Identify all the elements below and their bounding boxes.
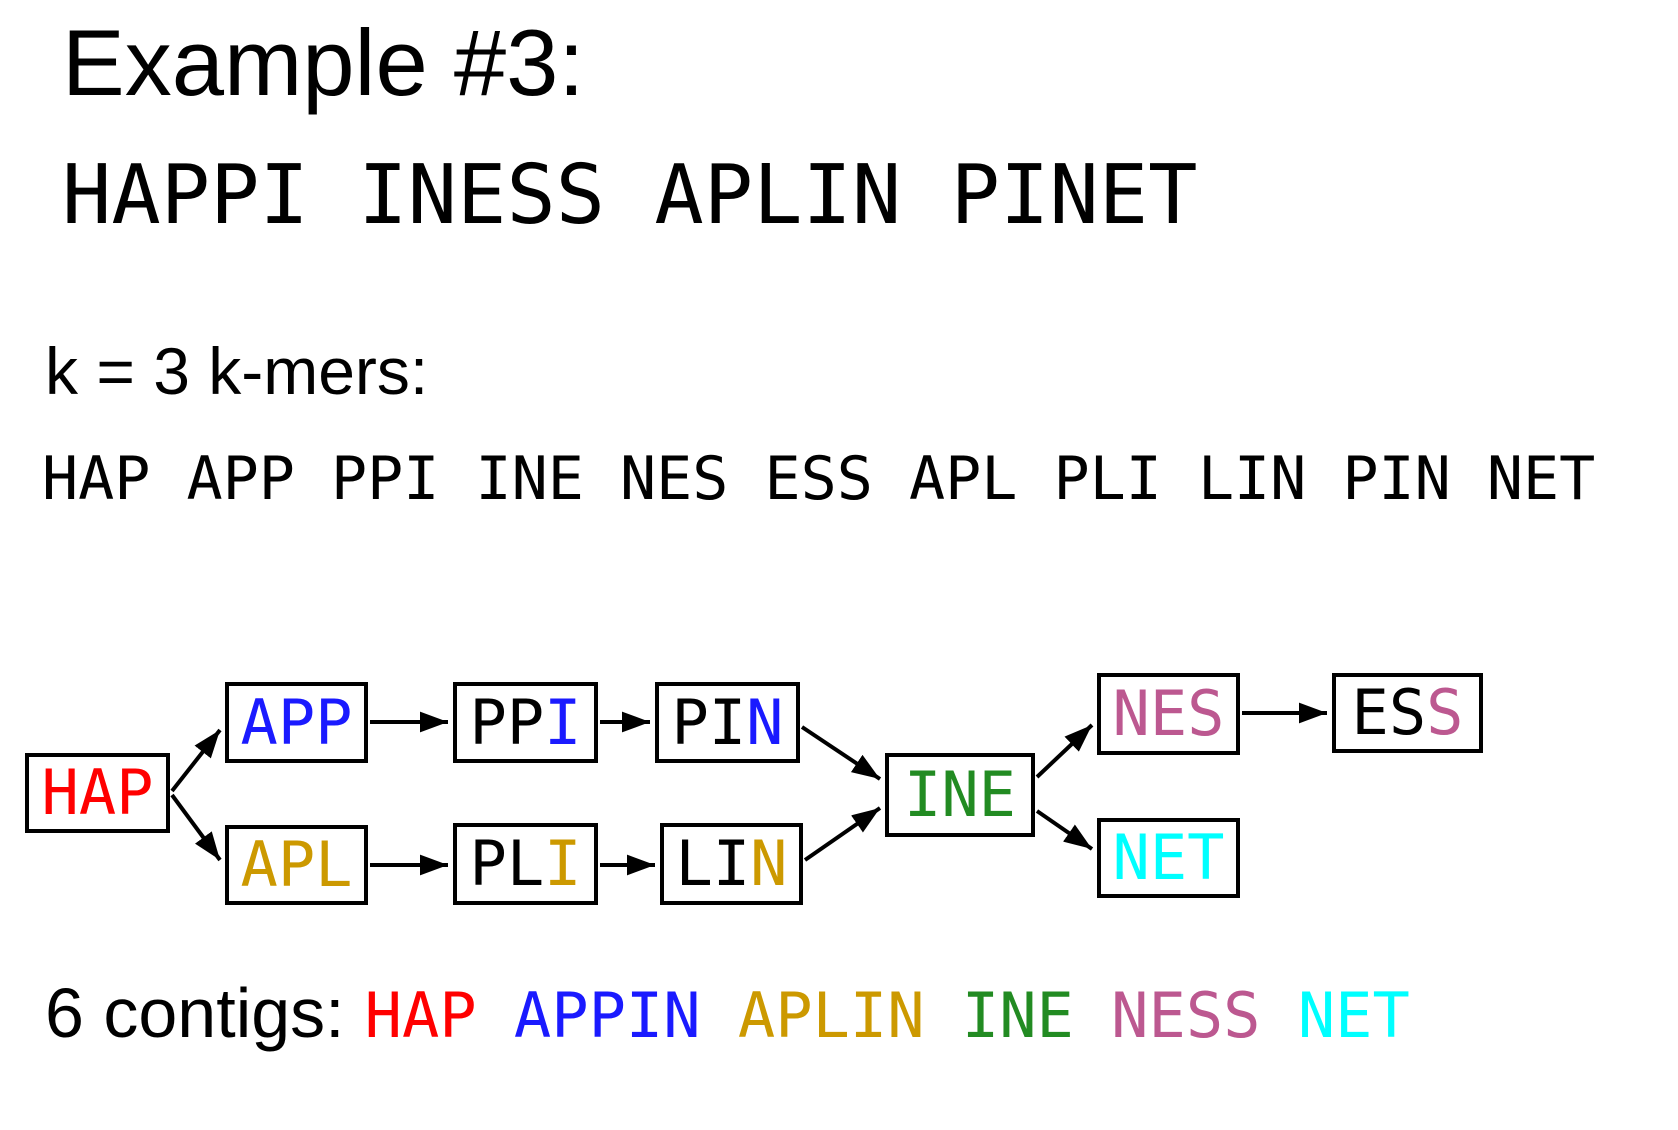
graph-edge-ine-net bbox=[1035, 809, 1094, 851]
graph-node-lin: LIN bbox=[660, 823, 803, 905]
graph-edge-pin-ine bbox=[800, 725, 882, 781]
graph-edge-hap-apl bbox=[170, 793, 222, 862]
graph-node-app: APP bbox=[225, 682, 368, 763]
graph-edge-ine-nes bbox=[1035, 723, 1094, 779]
sequence-reads-text: HAPPI INESS APLIN PINET bbox=[62, 148, 1198, 243]
node-letter-segment: PI bbox=[671, 685, 747, 759]
node-letter-segment: ES bbox=[1351, 676, 1427, 749]
graph-node-label: NET bbox=[1113, 827, 1225, 889]
contig-item-hap: HAP bbox=[364, 979, 477, 1052]
graph-node-label: APL bbox=[241, 834, 353, 896]
node-letter-segment: N bbox=[750, 827, 788, 900]
node-letter-segment: PP bbox=[469, 685, 545, 759]
contigs-label: 6 contigs: bbox=[45, 974, 345, 1052]
graph-node-ine: INE bbox=[885, 753, 1035, 837]
contig-item-ine: INE bbox=[924, 979, 1074, 1052]
node-letter-segment: I bbox=[544, 827, 582, 900]
graph-edge-lin-ine bbox=[803, 806, 882, 862]
node-letter-segment: INE bbox=[904, 758, 1016, 831]
graph-edge-hap-app bbox=[170, 728, 222, 793]
graph-node-pin: PIN bbox=[655, 682, 800, 763]
graph-node-label: NES bbox=[1113, 683, 1225, 745]
graph-node-label: ESS bbox=[1352, 682, 1464, 744]
node-letter-segment: N bbox=[746, 685, 784, 759]
contig-item-aplin: APLIN bbox=[700, 979, 925, 1052]
contig-list: HAP APPIN APLIN INE NESS NET bbox=[365, 985, 1410, 1047]
node-letter-segment: PL bbox=[469, 827, 545, 900]
contig-item-ness: NESS bbox=[1073, 979, 1261, 1052]
graph-node-ess: ESS bbox=[1332, 673, 1483, 753]
graph-node-net: NET bbox=[1097, 818, 1240, 898]
graph-node-ppi: PPI bbox=[453, 682, 598, 763]
graph-node-label: LIN bbox=[676, 833, 788, 895]
page-title: Example #3: bbox=[62, 10, 585, 115]
graph-node-pli: PLI bbox=[453, 823, 598, 905]
node-letter-segment: LI bbox=[675, 827, 751, 900]
node-letter-segment: NET bbox=[1112, 821, 1225, 894]
graph-node-label: PIN bbox=[672, 691, 784, 754]
contig-item-net: NET bbox=[1260, 979, 1410, 1052]
graph-node-label: PPI bbox=[470, 691, 582, 754]
graph-node-hap: HAP bbox=[25, 753, 170, 833]
graph-node-label: APP bbox=[241, 691, 353, 754]
node-letter-segment: S bbox=[1426, 676, 1464, 749]
node-letter-segment: APL bbox=[240, 828, 353, 901]
contig-item-appin: APPIN bbox=[476, 979, 701, 1052]
graph-node-apl: APL bbox=[225, 825, 368, 905]
graph-node-label: INE bbox=[904, 764, 1016, 826]
node-letter-segment: HAP bbox=[41, 756, 154, 829]
graph-node-label: PLI bbox=[470, 833, 582, 895]
node-letter-segment: NES bbox=[1112, 677, 1225, 750]
graph-node-label: HAP bbox=[42, 762, 154, 824]
contigs-row: 6 contigs: HAP APPIN APLIN INE NESS NET bbox=[45, 978, 1410, 1048]
graph-node-nes: NES bbox=[1097, 673, 1240, 755]
node-letter-segment: I bbox=[544, 685, 582, 759]
kmer-list: HAP APP PPI INE NES ESS APL PLI LIN PIN … bbox=[42, 444, 1596, 514]
kmer-heading: k = 3 k-mers: bbox=[45, 334, 429, 408]
node-letter-segment: APP bbox=[240, 685, 353, 759]
